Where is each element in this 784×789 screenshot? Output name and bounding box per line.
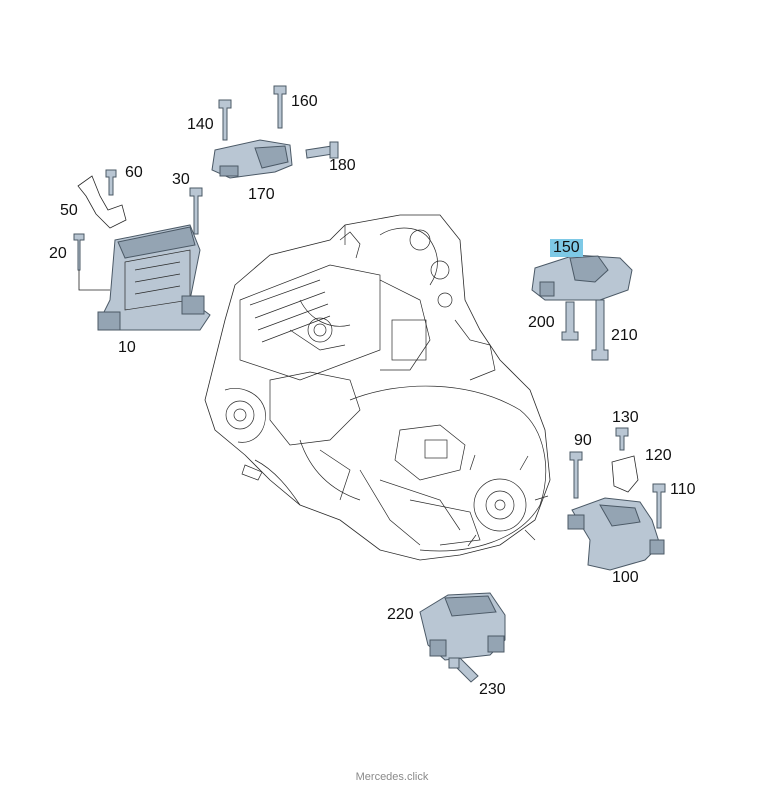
callout-20[interactable]: 20 xyxy=(49,245,67,262)
bolt-180-part xyxy=(305,141,339,159)
callout-220[interactable]: 220 xyxy=(387,606,414,623)
bolt-200-part xyxy=(561,301,579,341)
callout-120[interactable]: 120 xyxy=(645,447,672,464)
callout-160[interactable]: 160 xyxy=(291,93,318,110)
bracket-50-part xyxy=(77,175,127,229)
callout-10[interactable]: 10 xyxy=(118,339,136,356)
callout-110[interactable]: 110 xyxy=(670,481,696,498)
bolt-90-part xyxy=(569,451,583,499)
bolt-160-part xyxy=(273,85,287,129)
bolt-140-part xyxy=(218,99,232,141)
callout-180[interactable]: 180 xyxy=(329,157,356,174)
callout-90[interactable]: 90 xyxy=(574,432,592,449)
mount-bracket-170-part xyxy=(211,139,293,179)
callout-60[interactable]: 60 xyxy=(125,164,143,181)
callout-210[interactable]: 210 xyxy=(611,327,638,344)
bolt-210-part xyxy=(591,299,609,361)
engine-assembly-drawing xyxy=(204,214,551,561)
callout-30[interactable]: 30 xyxy=(172,171,190,188)
bolt-230-part xyxy=(448,657,479,683)
bolt-110-part xyxy=(652,483,666,529)
callout-100[interactable]: 100 xyxy=(612,569,639,586)
bolt-130-part xyxy=(615,427,629,451)
mount-150-part xyxy=(531,254,633,301)
callout-140[interactable]: 140 xyxy=(187,116,214,133)
callout-170[interactable]: 170 xyxy=(248,186,275,203)
bolt-20-part xyxy=(73,233,110,291)
bolt-30-part xyxy=(189,187,203,235)
bracket-120-part xyxy=(611,455,639,493)
bolt-60-part xyxy=(105,169,117,196)
callout-200[interactable]: 200 xyxy=(528,314,555,331)
site-watermark: Mercedes.click xyxy=(355,771,429,783)
callout-50[interactable]: 50 xyxy=(60,202,78,219)
callout-150[interactable]: 150 xyxy=(550,239,583,257)
callout-230[interactable]: 230 xyxy=(479,681,506,698)
callout-130[interactable]: 130 xyxy=(612,409,639,426)
mount-100-part xyxy=(567,497,665,571)
engine-mount-left-part xyxy=(97,224,211,331)
mount-220-part xyxy=(419,592,506,661)
